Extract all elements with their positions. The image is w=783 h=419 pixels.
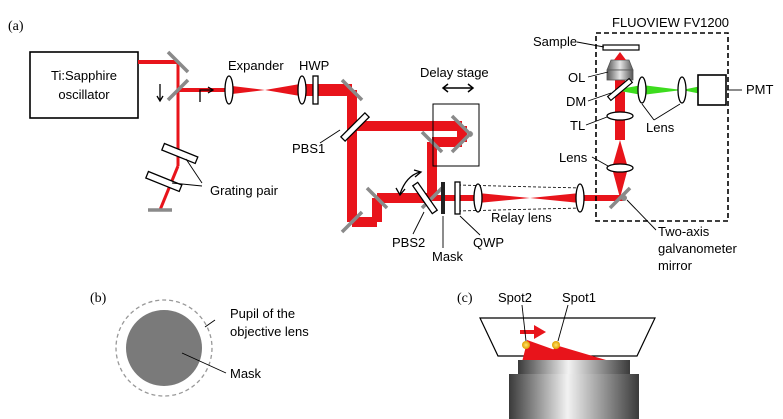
- direction-arrows: [156, 84, 215, 103]
- tube-lens: [606, 111, 634, 121]
- expanded-beam: [265, 84, 352, 96]
- spot1-marker: [552, 341, 560, 349]
- laser-beam-path: [138, 60, 628, 227]
- spot1-label: Spot1: [562, 290, 596, 305]
- panel-a-label: (a): [8, 19, 24, 34]
- scan-beam-upper: [612, 140, 628, 168]
- objective-pupil-outline: [115, 299, 213, 397]
- fluoview-box: [595, 32, 729, 222]
- pbs1-splitter: [339, 111, 371, 143]
- ol-label: OL: [568, 70, 585, 85]
- leader-lines-b: [181, 319, 227, 374]
- grating-pair: [144, 142, 199, 193]
- pbs2-rotation-arrow: [395, 169, 423, 197]
- galvo-label-line2: galvanometer: [658, 241, 737, 256]
- mask-plate: [441, 182, 445, 214]
- relay-lens-1: [473, 183, 483, 213]
- pupil-label-line2: objective lens: [230, 324, 309, 339]
- expander-lens-2: [297, 75, 307, 105]
- leader-lines-a: [171, 41, 742, 248]
- spot2-label: Spot2: [498, 290, 532, 305]
- scan-lens: [606, 163, 634, 173]
- relay-lens-label: Relay lens: [491, 210, 552, 225]
- lenses: [224, 75, 687, 213]
- relay-lens-2: [575, 183, 585, 213]
- leader-lines-c: [521, 304, 569, 342]
- expander-lens-1: [224, 75, 234, 105]
- mirror-2: [166, 78, 190, 102]
- grating-pair-label: Grating pair: [210, 183, 279, 198]
- pmt-label: PMT: [746, 82, 774, 97]
- pmt-lens-2: [677, 76, 687, 104]
- delay-stage-box: [432, 103, 480, 167]
- lens-lower-label: Lens: [559, 150, 588, 165]
- pbs2-label: PBS2: [392, 235, 425, 250]
- mask-label: Mask: [432, 249, 464, 264]
- hwp-plate: [312, 75, 319, 105]
- panel-b-label: (b): [90, 291, 107, 306]
- oscillator-label-line2: oscillator: [58, 87, 110, 102]
- relay-beam-converge: [478, 193, 530, 203]
- panel-c-label: (c): [457, 291, 473, 306]
- sample-label: Sample: [533, 34, 577, 49]
- objective-body-top: [518, 360, 630, 374]
- mirrors: [148, 50, 632, 234]
- scan-direction-arrow: [520, 325, 546, 339]
- qwp-label: QWP: [473, 235, 504, 250]
- mirror-1: [166, 50, 190, 74]
- delay-stage-label: Delay stage: [420, 65, 489, 80]
- tl-label: TL: [570, 118, 585, 133]
- mask-b-label: Mask: [230, 366, 262, 381]
- qwp-plate: [454, 181, 461, 215]
- pmt-box: [697, 74, 727, 106]
- expander-beam: [232, 86, 265, 94]
- spot2-marker: [522, 341, 530, 349]
- mirror-5: [365, 186, 389, 210]
- dm-label: DM: [566, 94, 586, 109]
- pupil-label-line1: Pupil of the: [230, 306, 295, 321]
- oscillator-box: Ti:Sapphire oscillator: [29, 51, 139, 119]
- galvo-label-line1: Two-axis: [658, 224, 710, 239]
- delay-stage-arrow: [441, 83, 475, 93]
- mirror-10: [608, 186, 632, 210]
- fluorescence-beam: [620, 85, 706, 95]
- hwp-label: HWP: [299, 58, 329, 73]
- scan-beam-lower: [612, 168, 628, 198]
- galvo-mirror-marker: [621, 195, 627, 201]
- mirror-4: [340, 210, 364, 234]
- pmt-lens-1: [637, 76, 647, 104]
- fluoview-label: FLUOVIEW FV1200: [612, 15, 729, 30]
- relay-beam-diverge: [530, 193, 580, 203]
- pbs2-splitter: [411, 181, 439, 215]
- expander-label: Expander: [228, 58, 284, 73]
- dichroic-mirror: [606, 77, 634, 102]
- mirror-7: [450, 114, 474, 138]
- labels-a: Expander HWP PBS1 Delay stage Grating pa…: [210, 15, 774, 273]
- objective-lens: [606, 52, 634, 81]
- pbs1-label: PBS1: [292, 141, 325, 156]
- lens-inner-label: Lens: [646, 120, 675, 135]
- objective-body-bottom: [509, 374, 639, 419]
- oscillator-label-line1: Ti:Sapphire: [51, 68, 117, 83]
- mirror-8: [450, 130, 474, 154]
- sample-slide: [602, 44, 640, 51]
- mirror-6: [420, 130, 444, 154]
- mirror-3: [340, 78, 364, 102]
- mask-disc: [126, 310, 202, 386]
- galvo-label-line3: mirror: [658, 258, 693, 273]
